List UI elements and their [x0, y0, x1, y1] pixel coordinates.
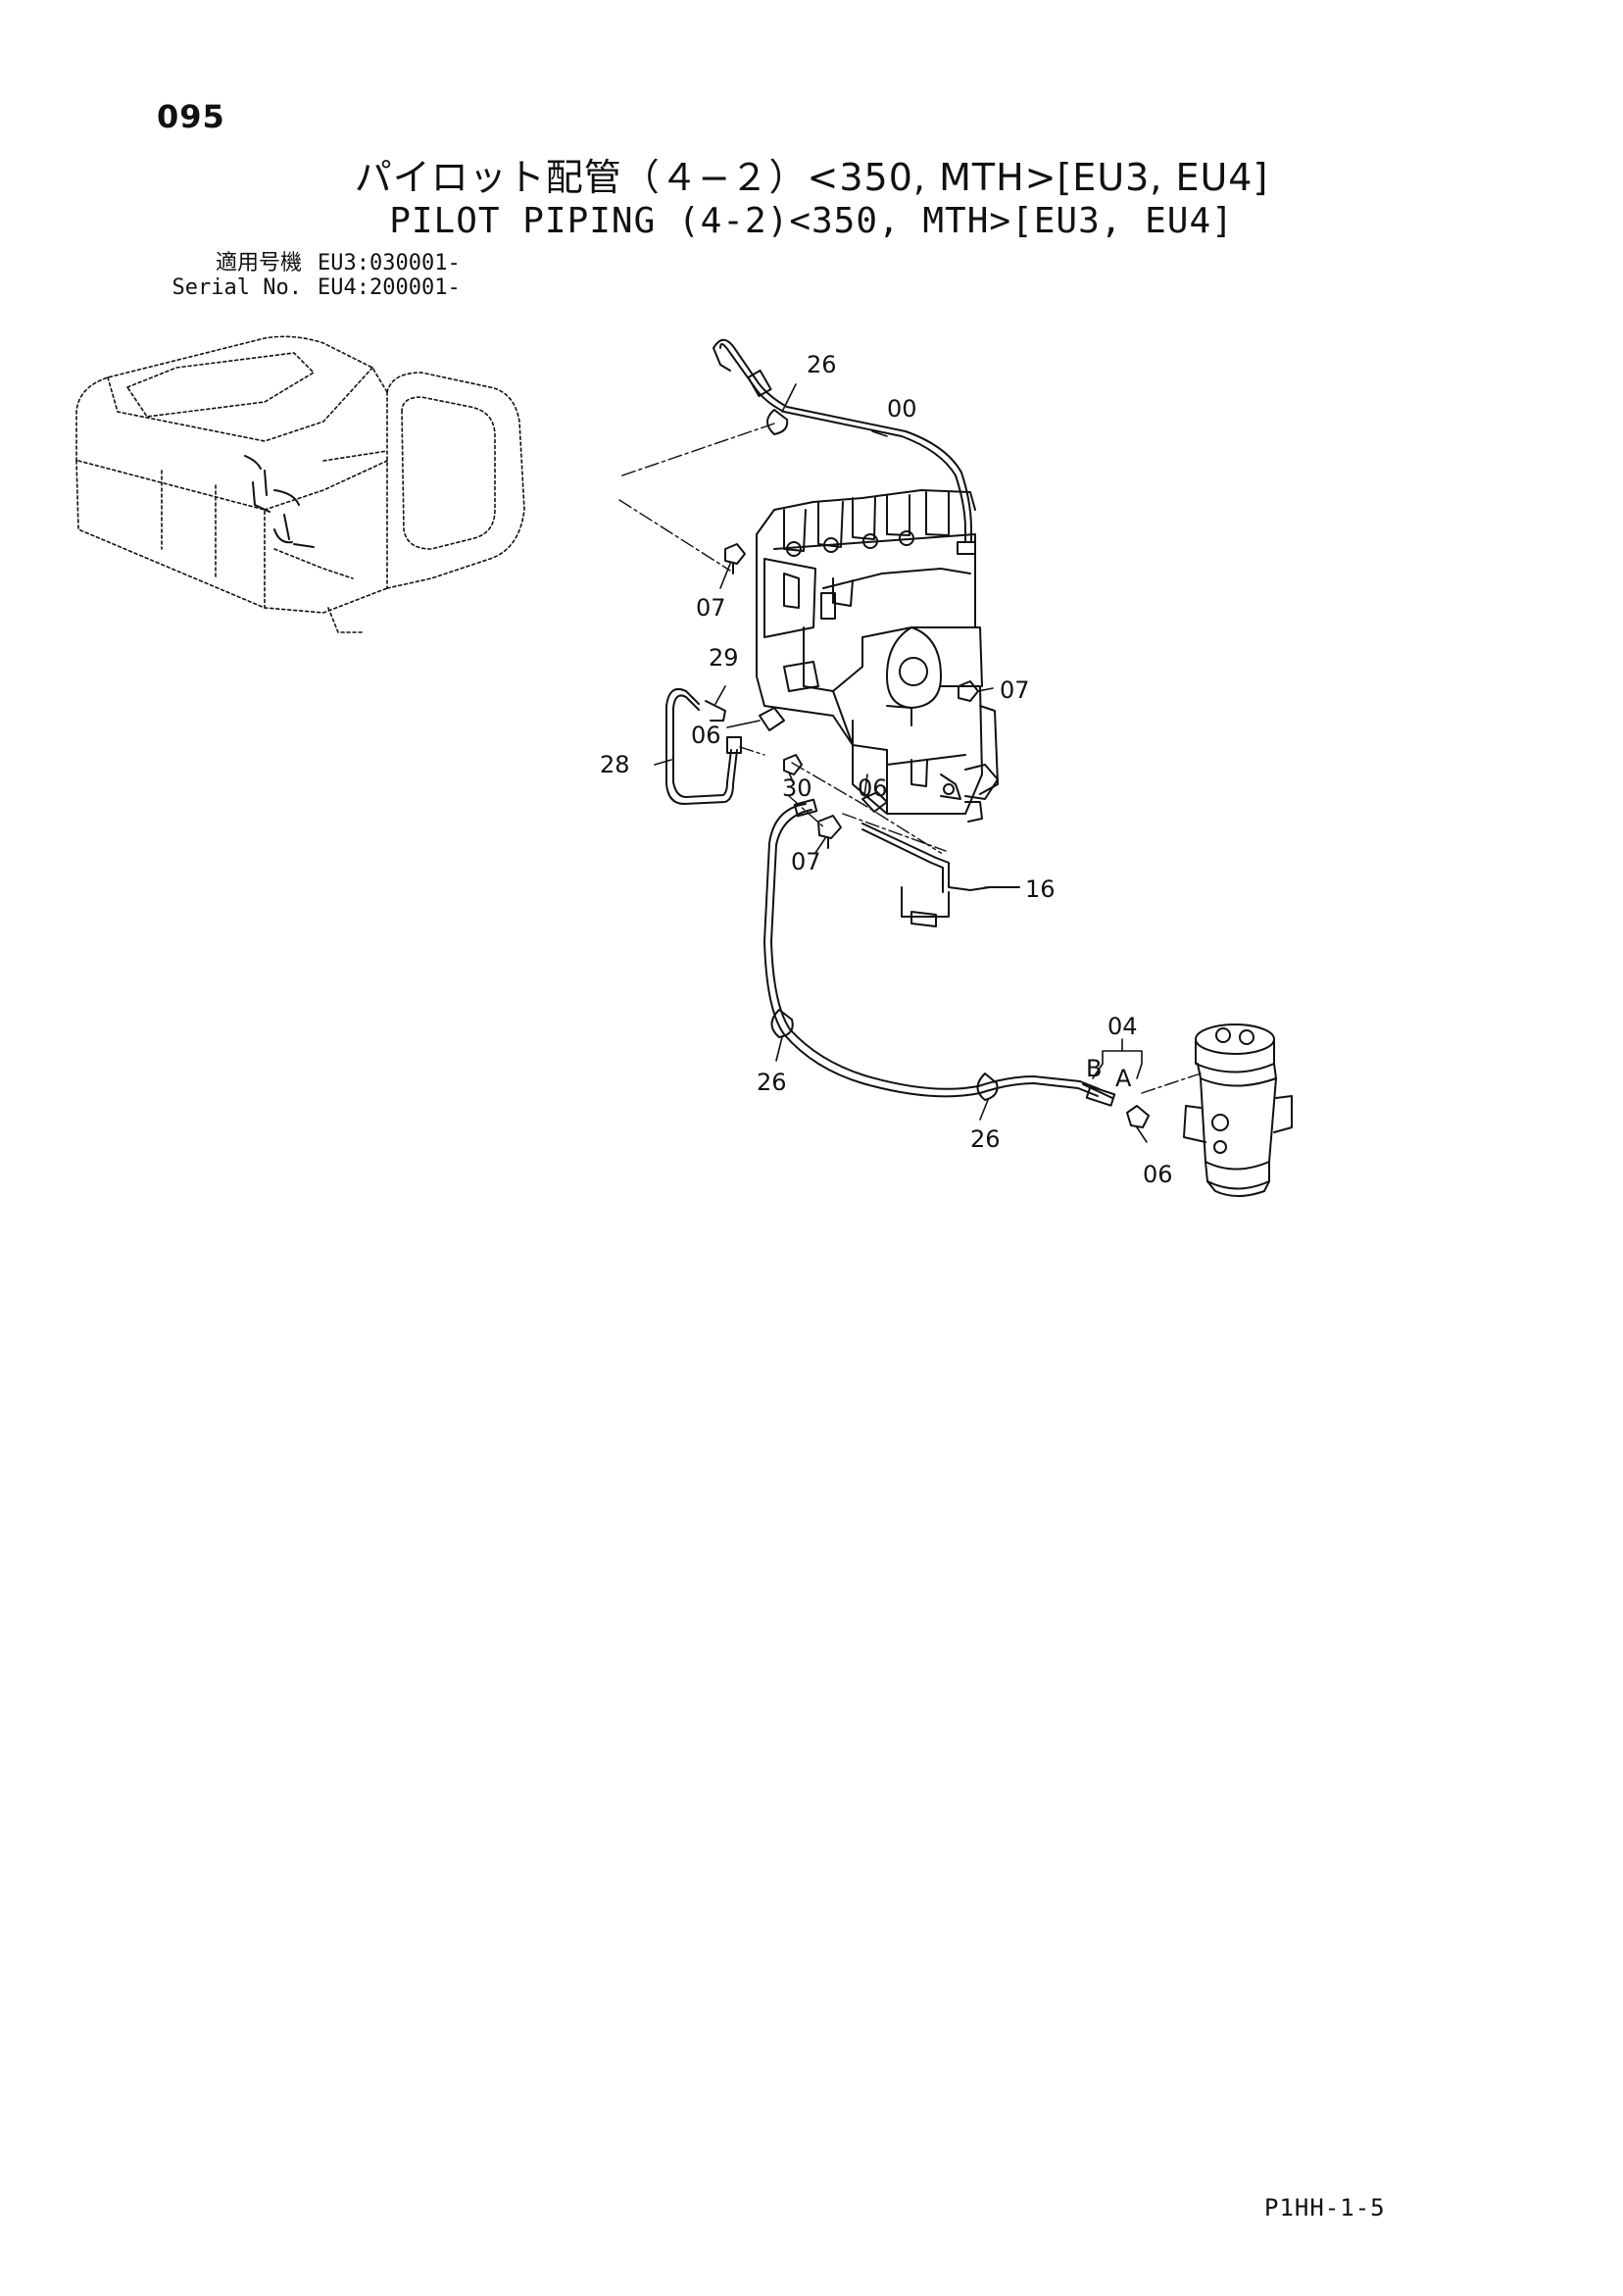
callout-26-bottom: 26 — [970, 1125, 1001, 1153]
title-english: PILOT PIPING (4-2)<350, MTH>[EU3, EU4] — [389, 201, 1234, 241]
callout-26-left: 26 — [757, 1069, 787, 1096]
page-number: 095 — [157, 98, 225, 135]
callout-labels: 26 00 07 07 29 06 28 30 06 07 16 04 B A … — [600, 351, 1173, 1188]
callout-06-swivel: 06 — [1143, 1161, 1173, 1188]
title-japanese: パイロット配管（４−２）<350, MTH>[EU3, EU4] — [354, 156, 1269, 199]
fitting-07-right-icon — [958, 680, 979, 702]
pilot-pipe-28 — [665, 687, 742, 805]
excavator-pilot-lines — [244, 455, 315, 548]
callout-30: 30 — [782, 774, 812, 802]
serial-eu4: EU4:200001- — [318, 275, 461, 300]
callout-06-center: 06 — [858, 774, 888, 802]
clamp-26-left — [770, 1009, 794, 1038]
callout-07-top: 07 — [696, 594, 726, 622]
fitting-07-top-icon — [724, 543, 746, 574]
serial-row-eu4: Serial No. EU4:200001- — [157, 275, 461, 300]
callout-26-top: 26 — [807, 351, 837, 378]
callout-07-bottom: 07 — [791, 848, 821, 875]
callout-00: 00 — [887, 395, 917, 423]
serial-en-label: Serial No. — [172, 275, 302, 300]
leader-lines — [654, 383, 1148, 1143]
port-b-label: B — [1086, 1055, 1102, 1082]
fitting-06-left-icon — [759, 707, 785, 731]
port-a-label: A — [1115, 1065, 1132, 1092]
control-valve-icon — [756, 489, 999, 823]
fitting-06-center-icon — [861, 791, 888, 813]
excavator-overview-icon — [75, 335, 525, 633]
guide-lines — [618, 423, 1202, 1094]
reference-code: P1HH-1-5 — [1264, 2194, 1386, 2221]
serial-jp-label: 適用号機 — [215, 251, 302, 275]
pilot-hose-00 — [713, 338, 976, 555]
callout-04: 04 — [1107, 1013, 1138, 1040]
port-bracket — [1092, 1038, 1143, 1079]
fitting-29-icon — [705, 700, 726, 722]
pilot-hose-04 — [763, 798, 1116, 1107]
callout-06-left: 06 — [691, 722, 721, 749]
serial-row-eu3: 適用号機 EU3:030001- — [157, 251, 461, 275]
fitting-07-bottom-icon — [817, 815, 842, 849]
swivel-joint-icon — [1183, 1023, 1293, 1197]
pilot-hose-16 — [861, 823, 1020, 927]
fitting-06-swivel-icon — [1126, 1105, 1150, 1128]
callout-16: 16 — [1025, 875, 1056, 903]
clamp-26-top — [766, 409, 789, 435]
fitting-30-icon — [783, 754, 803, 775]
clamp-26-bottom — [976, 1073, 999, 1101]
callout-07-right: 07 — [1000, 676, 1030, 704]
serial-eu3: EU3:030001- — [318, 251, 461, 275]
callout-28: 28 — [600, 751, 630, 778]
serial-info: 適用号機 EU3:030001- Serial No. EU4:200001- — [157, 251, 461, 300]
callout-29: 29 — [709, 644, 739, 672]
